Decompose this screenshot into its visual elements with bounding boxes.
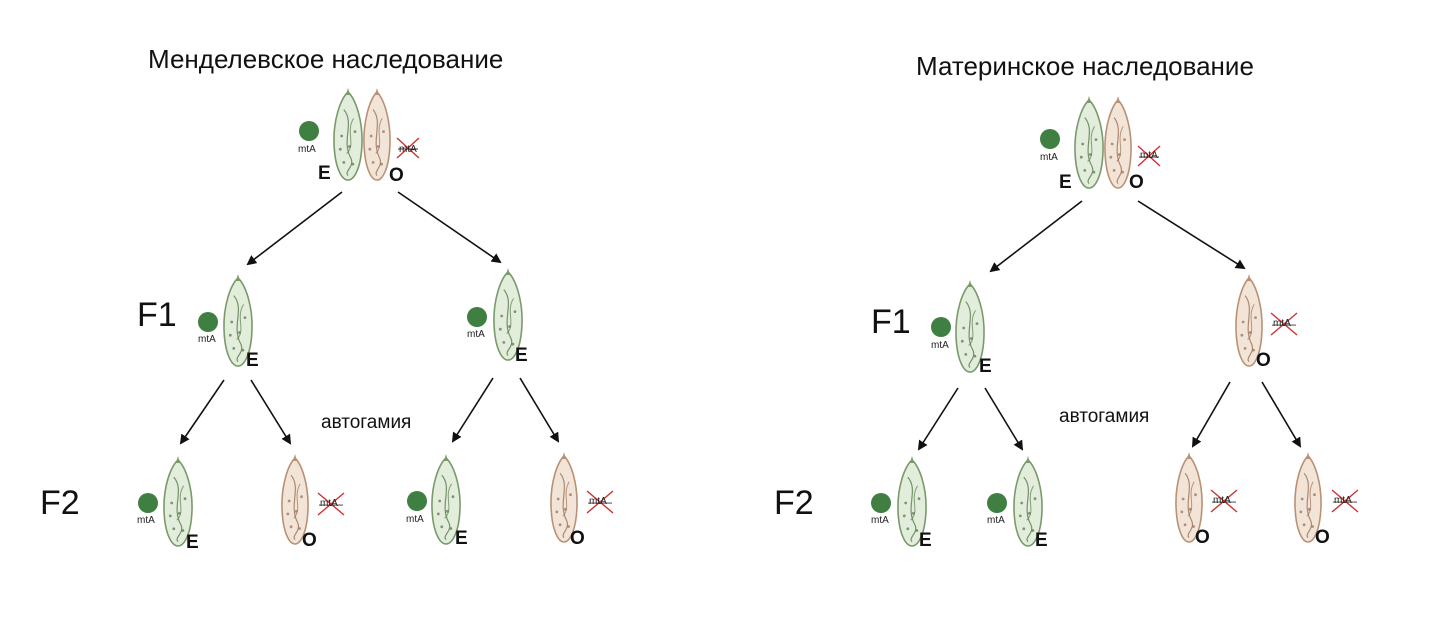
cell-letter-e: E — [979, 356, 992, 377]
mtA-absent-label: mtA — [1213, 495, 1231, 506]
mtA-dot — [138, 493, 158, 513]
cell-letter-e: E — [246, 350, 259, 371]
mtA-dot — [467, 307, 487, 327]
mtA-label: mtA — [137, 515, 155, 526]
lineage-arrow — [1137, 200, 1246, 270]
mtA-absent-label: mtA — [320, 498, 338, 509]
f2-label-maternal: F2 — [774, 484, 814, 522]
paramecium-o-cell — [550, 452, 578, 543]
cell-letter-o: O — [1256, 350, 1271, 371]
mtA-absent-label: mtA — [1140, 150, 1158, 161]
paramecium-e-cell — [431, 454, 461, 545]
mtA-label: mtA — [987, 515, 1005, 526]
mtA-dot — [299, 121, 319, 141]
mtA-label: mtA — [467, 329, 485, 340]
lineage-arrow — [451, 377, 494, 443]
cell-letter-e: E — [919, 530, 932, 551]
autogamy-label-maternal: автогамия — [1059, 406, 1150, 427]
mtA-absent-label: mtA — [399, 144, 417, 155]
panel-title-maternal: Материнское наследование — [916, 51, 1254, 81]
lineage-arrow — [519, 377, 560, 443]
mtA-label: mtA — [198, 334, 216, 345]
paramecium-e-cell — [333, 88, 363, 181]
cross-mark-icon — [1210, 489, 1238, 513]
paramecium-o-cell — [1235, 274, 1263, 367]
cell-letter-o: O — [1129, 172, 1144, 193]
mtA-dot — [198, 312, 218, 332]
cross-mark-icon — [1270, 312, 1298, 336]
paramecium-o-cell — [1175, 452, 1203, 543]
lineage-arrow — [1191, 381, 1231, 448]
cells-layer — [163, 88, 1322, 547]
paramecium-o-cell — [1294, 452, 1322, 543]
paramecium-e-cell — [955, 280, 985, 373]
lineage-arrow — [397, 191, 502, 264]
arrows-layer — [179, 191, 1302, 451]
lineage-arrow — [989, 200, 1083, 273]
cross-mark-icon — [586, 490, 614, 514]
lineage-arrow — [917, 387, 959, 451]
mtA-dot — [407, 491, 427, 511]
cross-mark-icon — [317, 492, 345, 516]
mtA-dot — [1040, 129, 1060, 149]
cell-letter-e: E — [318, 163, 331, 184]
paramecium-o-cell — [363, 88, 391, 181]
mtA-label: mtA — [871, 515, 889, 526]
cross-mark-icon — [1331, 489, 1359, 513]
paramecium-e-cell — [1013, 456, 1043, 547]
cell-letter-e: E — [515, 345, 528, 366]
paramecium-o-cell — [1104, 96, 1132, 189]
mtA-dot — [871, 493, 891, 513]
mtA-dot — [931, 317, 951, 337]
paramecium-e-cell — [223, 274, 253, 367]
cell-letter-o: O — [570, 528, 585, 549]
cell-letter-o: O — [1315, 527, 1330, 548]
cell-letter-e: E — [186, 532, 199, 553]
lineage-arrow — [179, 379, 225, 445]
paramecium-e-cell — [897, 456, 927, 547]
lineage-arrow — [246, 191, 343, 266]
lineage-arrow — [984, 387, 1024, 451]
lineage-arrow — [250, 379, 292, 445]
mtA-absent-label: mtA — [1334, 495, 1352, 506]
paramecium-e-cell — [163, 456, 193, 547]
cross-mark-icon — [396, 137, 420, 159]
paramecium-o-cell — [281, 454, 309, 545]
f1-label-maternal: F1 — [871, 303, 911, 341]
f1-label-mendelian: F1 — [137, 296, 177, 334]
cell-letter-o: O — [1195, 527, 1210, 548]
markers-layer — [138, 121, 1359, 516]
mtA-label: mtA — [298, 144, 316, 155]
f2-label-mendelian: F2 — [40, 484, 80, 522]
mtA-label: mtA — [406, 514, 424, 525]
cell-letter-e: E — [1035, 530, 1048, 551]
paramecium-e-cell — [1074, 96, 1104, 189]
cell-letter-o: O — [302, 530, 317, 551]
mtA-absent-label: mtA — [589, 496, 607, 507]
paramecium-e-cell — [493, 268, 523, 361]
lineage-arrow — [1261, 381, 1302, 448]
mtA-label: mtA — [1040, 152, 1058, 163]
mtA-label: mtA — [931, 340, 949, 351]
cell-letter-o: O — [389, 165, 404, 186]
autogamy-label-mendelian: автогамия — [321, 412, 412, 433]
cell-letter-e: E — [1059, 172, 1072, 193]
mtA-absent-label: mtA — [1273, 318, 1291, 329]
mtA-dot — [987, 493, 1007, 513]
panel-title-mendelian: Менделевское наследование — [148, 44, 504, 74]
cross-mark-icon — [1137, 145, 1161, 167]
cell-letter-e: E — [455, 528, 468, 549]
